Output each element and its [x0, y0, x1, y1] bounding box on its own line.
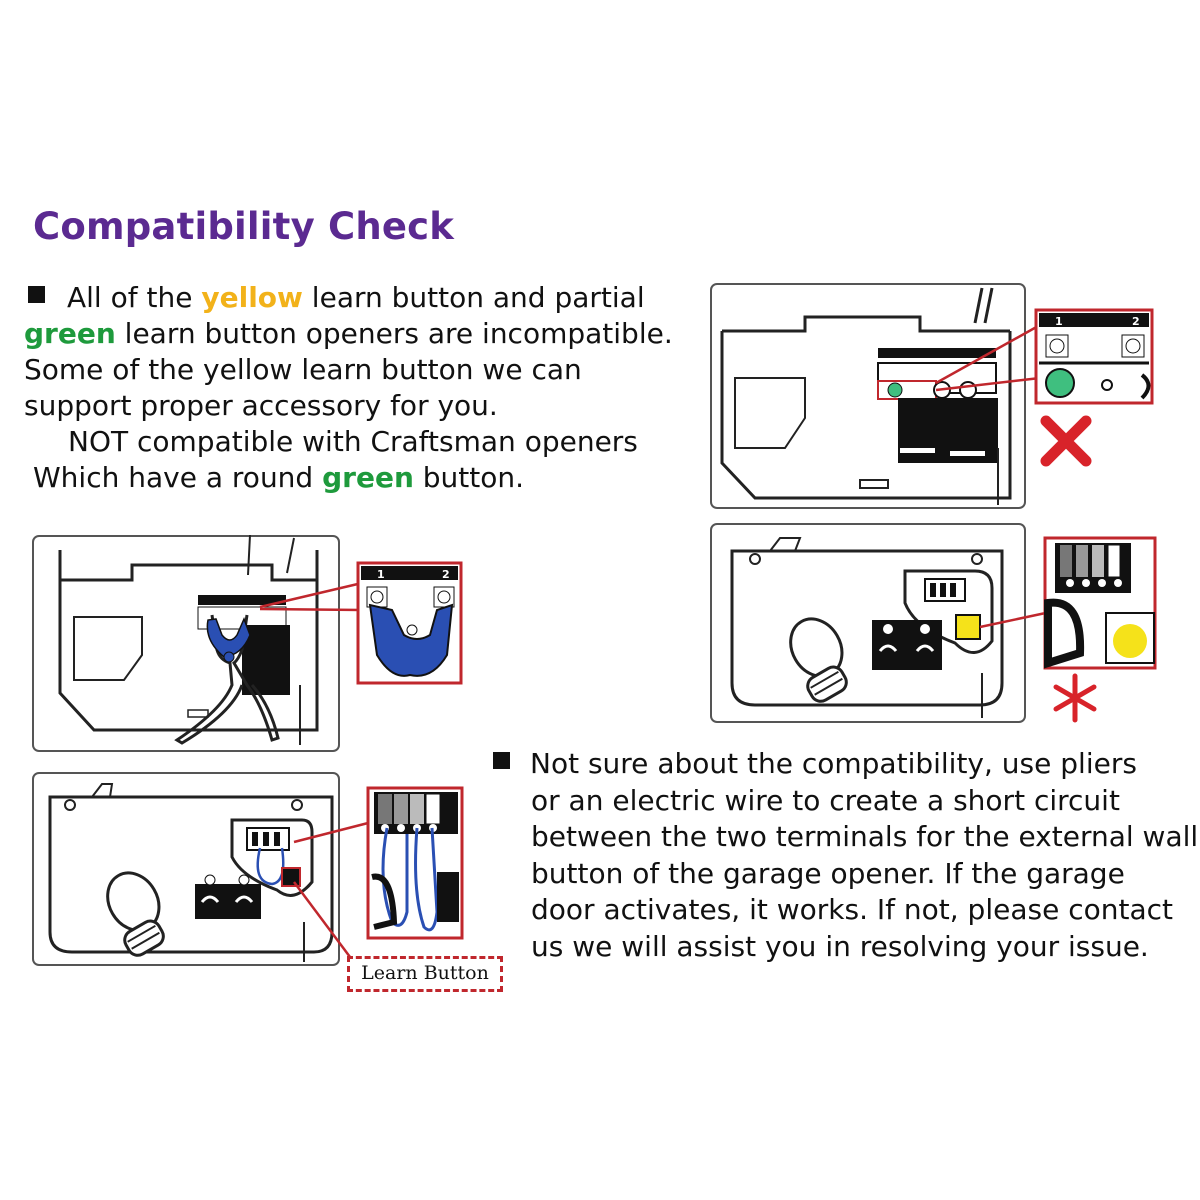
pliers-shorting-diagram: 1 2 [32, 534, 463, 752]
green-keyword: green [24, 317, 116, 350]
bullet-icon [28, 286, 45, 303]
instruction-line-4: button of the garage opener. If the gara… [531, 856, 1125, 890]
green-button-opener-diagram: 1 2 [710, 283, 1154, 509]
note-line-6: Which have a round green button. [33, 461, 525, 494]
green-keyword: green [322, 461, 414, 494]
note-line-1: All of the yellow learn button and parti… [24, 280, 673, 316]
note-line-4: support proper accessory for you. [24, 389, 498, 422]
note-line-3: Some of the yellow learn button we can [24, 353, 582, 386]
instruction-line-6: us we will assist you in resolving your … [531, 929, 1149, 963]
asterisk-icon [1053, 673, 1097, 723]
compatibility-notes: All of the yellow learn button and parti… [24, 280, 673, 496]
terminal-label-2: 2 [1132, 315, 1140, 328]
wire-shorting-diagram [32, 772, 464, 966]
test-instructions: Not sure about the compatibility, use pl… [493, 746, 1198, 965]
terminal-label-1: 1 [1055, 315, 1063, 328]
instruction-line-2: or an electric wire to create a short ci… [531, 783, 1120, 817]
terminal-label-1: 1 [377, 568, 385, 581]
green-learn-button [1045, 368, 1075, 398]
terminal-label-2: 2 [442, 568, 450, 581]
note-line-5: NOT compatible with Craftsman openers [68, 425, 638, 458]
yellow-learn-button [1113, 624, 1147, 658]
note-line-2: green learn button openers are incompati… [24, 317, 673, 350]
bullet-icon [493, 752, 510, 769]
pliers-icon [174, 614, 280, 745]
learn-button-small [281, 867, 301, 887]
learn-button-label: Learn Button [347, 956, 503, 992]
instruction-line-3: between the two terminals for the extern… [531, 820, 1199, 853]
incompatible-x-icon [1040, 415, 1092, 467]
instruction-line-5: door activates, it works. If not, please… [531, 893, 1173, 926]
page-title: Compatibility Check [33, 205, 455, 248]
instruction-line-1: Not sure about the compatibility, use pl… [493, 746, 1198, 783]
yellow-button-opener-diagram [710, 523, 1157, 723]
yellow-keyword: yellow [201, 281, 303, 314]
